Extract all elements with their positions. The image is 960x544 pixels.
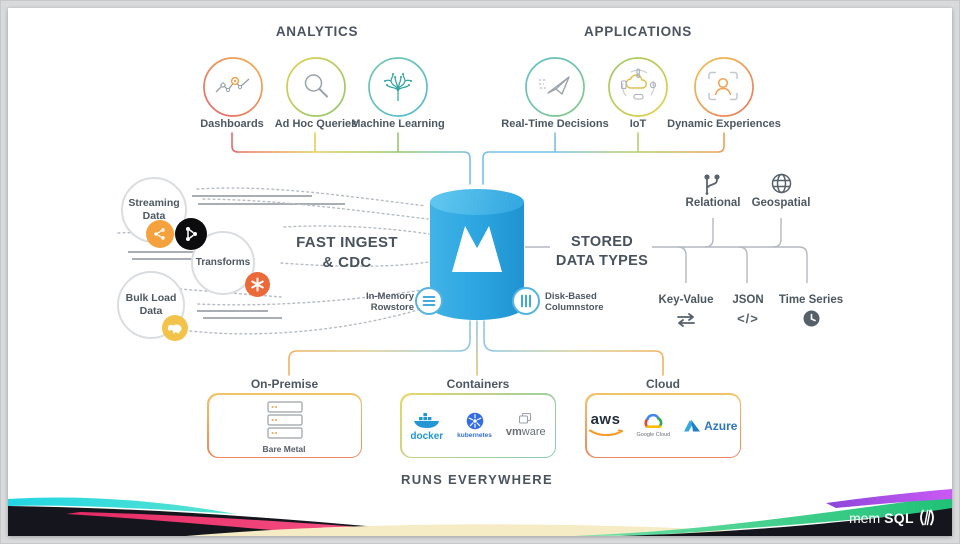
label-adhoc-queries: Ad Hoc Queries — [274, 118, 358, 130]
iot-cloud-icon — [620, 68, 657, 100]
neural-tree-icon — [384, 73, 412, 101]
label-iot: IoT — [629, 118, 647, 130]
label-realtime-decisions: Real-Time Decisions — [501, 118, 609, 130]
runs-everywhere-title: RUNS EVERYWHERE — [401, 472, 553, 487]
applications-title: APPLICATIONS — [584, 24, 692, 39]
label-machine-learning: Machine Learning — [351, 118, 445, 130]
paper-plane-icon — [539, 76, 570, 95]
on-premise-box — [207, 393, 362, 458]
label-json: JSON — [732, 294, 764, 306]
label-key-value: Key-Value — [658, 294, 714, 306]
hub-iot — [607, 56, 669, 118]
kubernetes-logo: kubernetes — [457, 412, 492, 439]
azure-logo: Azure — [684, 419, 737, 433]
person-frame-icon — [708, 71, 738, 101]
cloud-box: aws Google Cloud Azure — [585, 393, 741, 458]
line-chart-icon — [215, 76, 250, 93]
azure-icon — [684, 419, 701, 432]
pipeline-badge-icon — [146, 220, 174, 248]
kafka-badge-icon — [175, 218, 207, 250]
google-cloud-icon — [644, 413, 663, 428]
docker-logo: docker — [410, 409, 443, 442]
containers-box: docker kubernetes vmware — [400, 393, 556, 458]
label-dashboards: Dashboards — [200, 118, 264, 130]
hub-machine-learning — [367, 56, 429, 118]
hub-realtime-decisions — [524, 56, 586, 118]
server-rack-icon — [266, 400, 303, 439]
label-dynamic-experiences: Dynamic Experiences — [667, 118, 781, 130]
vmware-boxes-icon — [519, 413, 532, 424]
bare-metal-label: Bare Metal — [262, 444, 306, 454]
cloud-label: Cloud — [646, 377, 680, 391]
analytics-title: ANALYTICS — [275, 24, 359, 39]
hub-dynamic-experiences — [693, 56, 755, 118]
on-premise-label: On-Premise — [250, 377, 319, 391]
clock-icon — [803, 310, 820, 332]
rowstore-label: In-Memory Rowstore — [365, 291, 414, 314]
fast-ingest-title: FAST INGEST& CDC — [296, 234, 398, 271]
docker-icon — [413, 413, 439, 428]
google-cloud-logo: Google Cloud — [637, 413, 670, 438]
label-relational: Relational — [685, 197, 741, 209]
label-geospatial: Geospatial — [751, 197, 811, 209]
memsql-mark-icon — [919, 509, 934, 526]
vmware-logo: vmware — [506, 413, 546, 438]
kubernetes-icon — [466, 412, 483, 430]
hub-dashboards — [202, 56, 264, 118]
hadoop-badge-icon — [162, 315, 188, 341]
aws-swoosh-icon — [588, 429, 623, 436]
label-time-series: Time Series — [778, 294, 844, 306]
spark-badge-icon — [245, 272, 270, 297]
globe-icon — [770, 172, 793, 200]
aws-logo: aws — [588, 413, 623, 438]
magnifier-icon — [304, 74, 328, 98]
hub-adhoc-queries — [285, 56, 347, 118]
columnstore-label: Disk-Based Columnstore — [545, 291, 604, 314]
containers-label: Containers — [446, 377, 510, 391]
code-icon: </> — [737, 311, 759, 326]
swap-arrows-icon — [675, 312, 697, 333]
